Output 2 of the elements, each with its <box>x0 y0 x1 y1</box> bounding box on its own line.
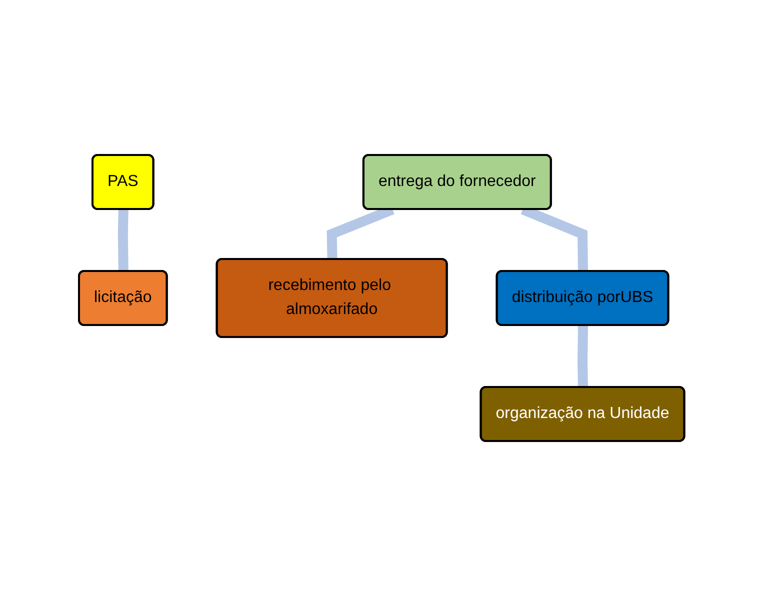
connector <box>577 325 588 388</box>
connector <box>118 209 128 272</box>
